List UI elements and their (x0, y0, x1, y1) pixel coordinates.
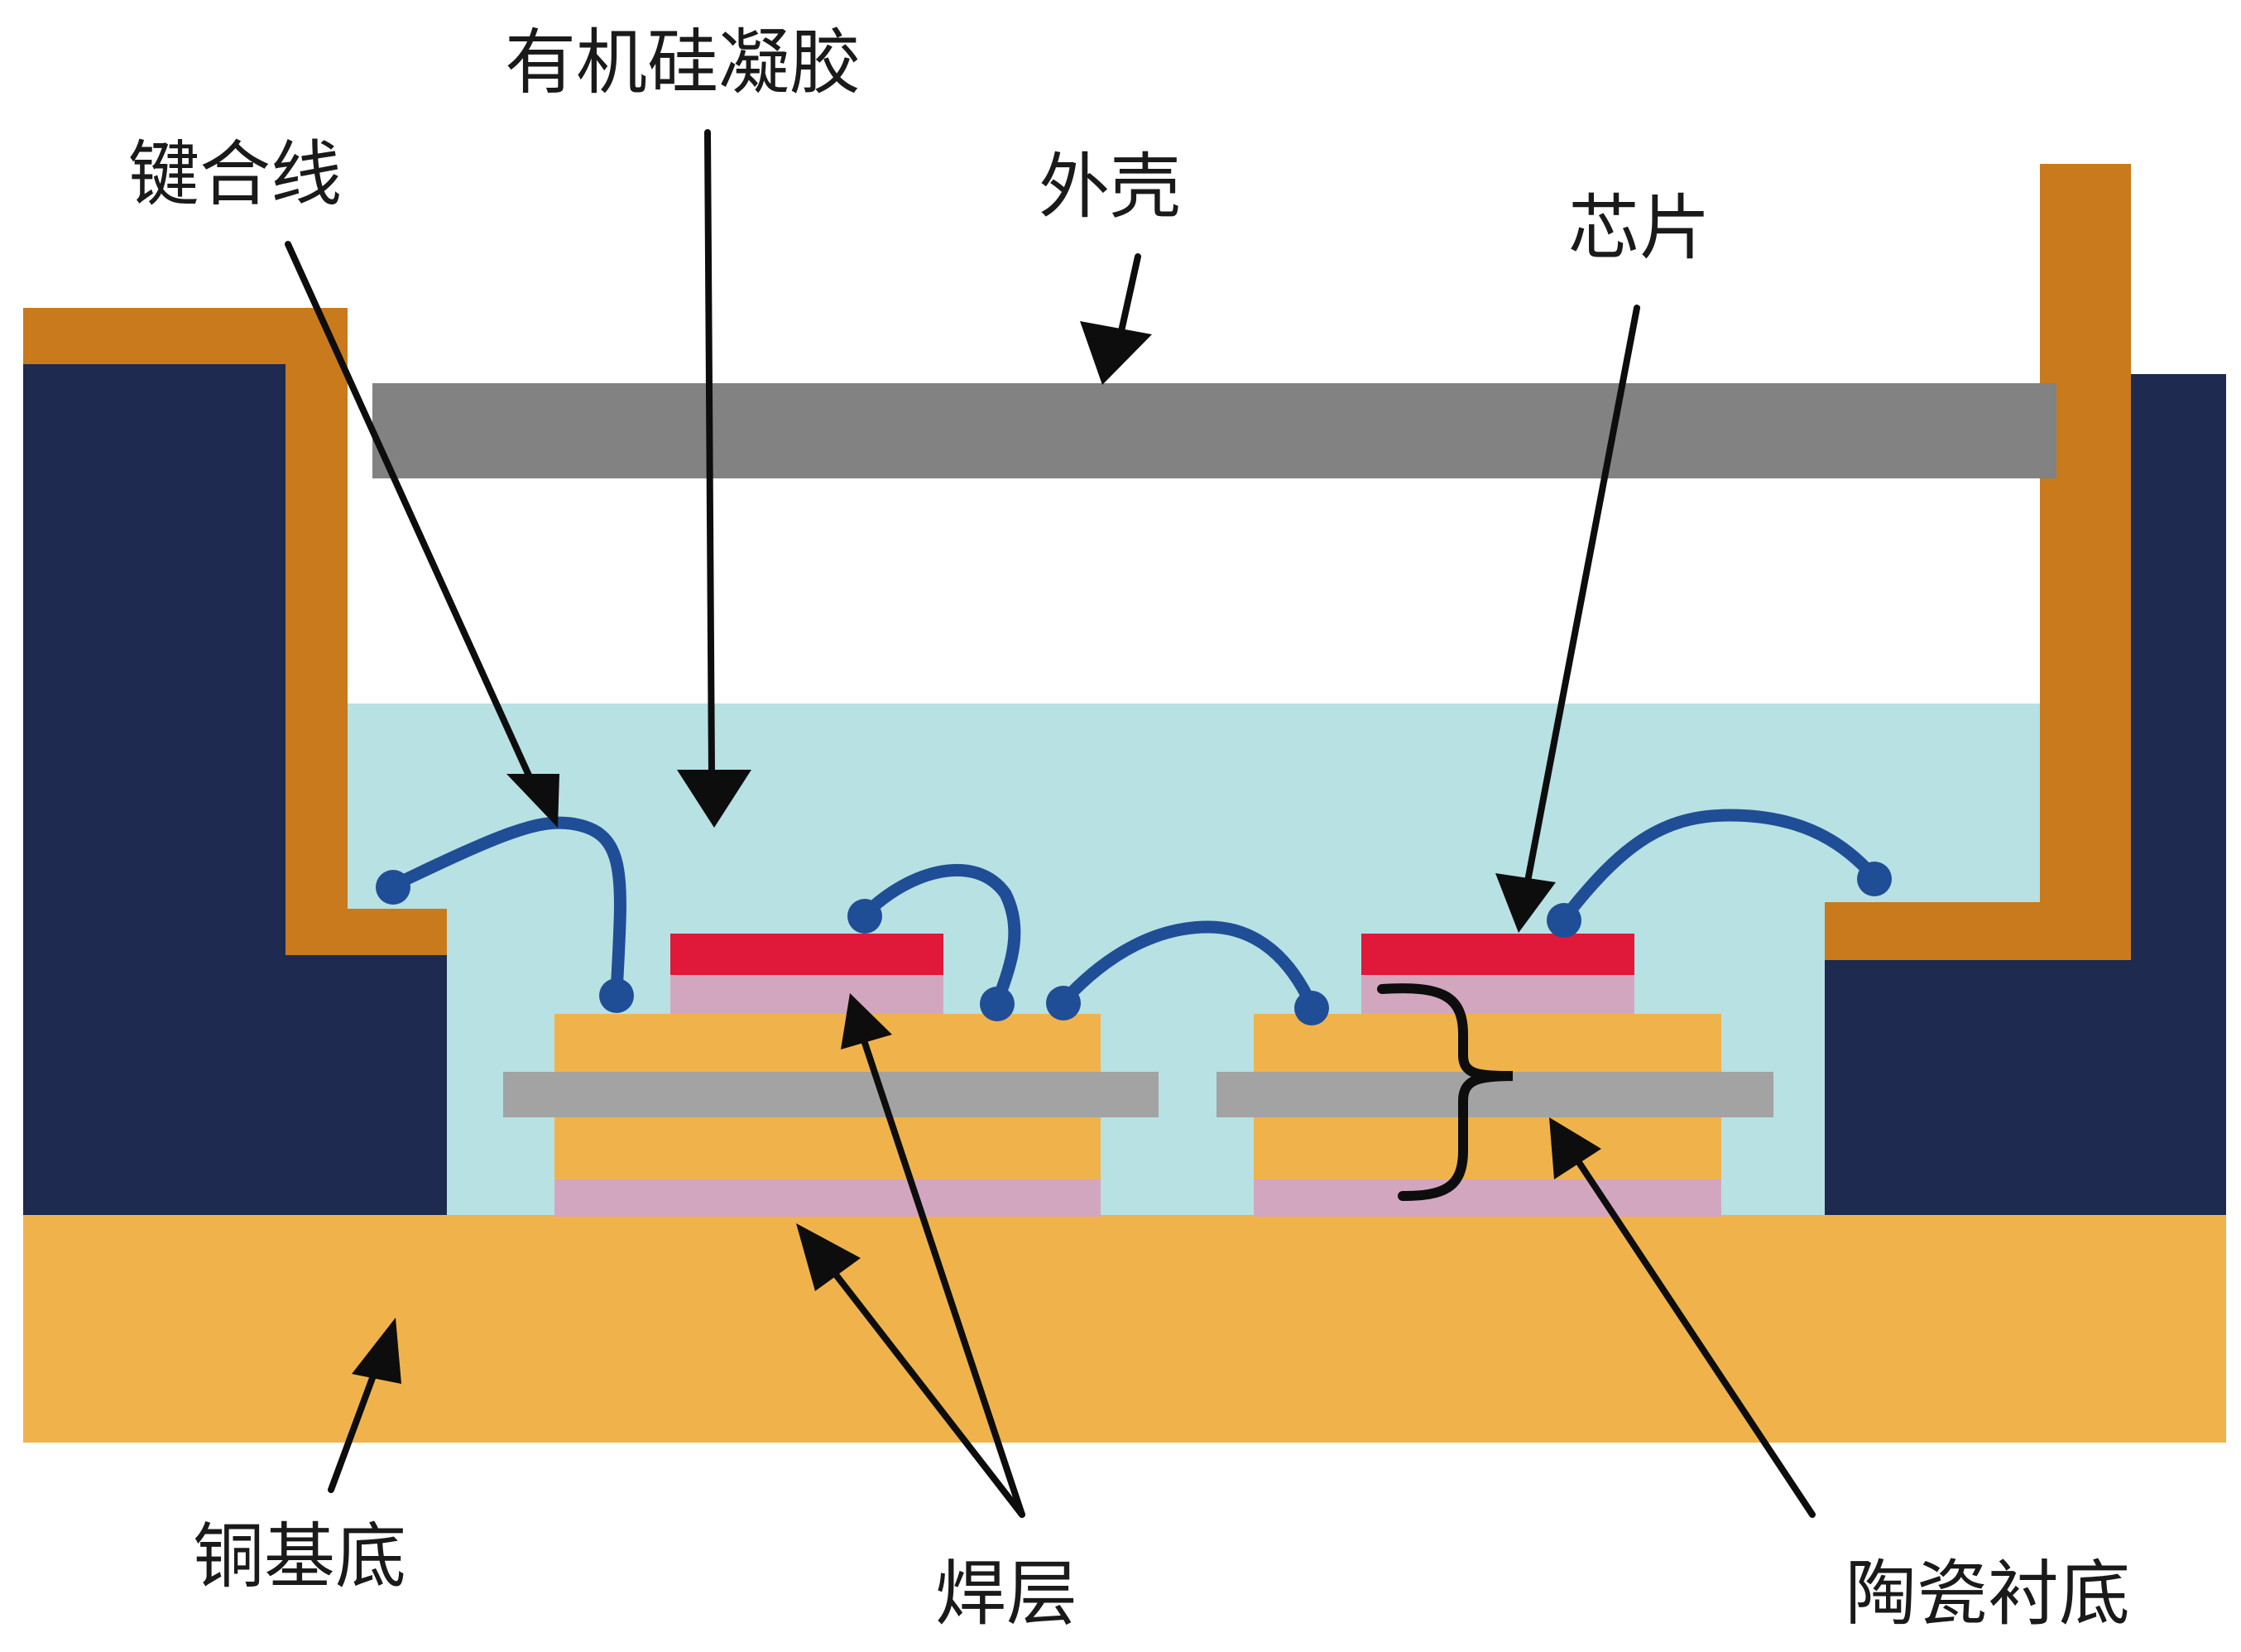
bond-wire-4 (1557, 809, 1881, 925)
chip-left (670, 934, 943, 975)
arrowhead-ceramic (1549, 1117, 1601, 1179)
chip-solder-right (1361, 975, 1634, 1014)
copper-layer-left-upper (554, 1014, 1101, 1072)
housing-lid (372, 383, 2056, 478)
housing-right-navy (1825, 374, 2226, 1217)
arrowhead-housing (1080, 321, 1152, 385)
label-silicone-gel: 有机硅凝胶 (505, 22, 861, 104)
label-housing: 外壳 (1039, 146, 1181, 228)
arrowheads (352, 321, 1601, 1384)
housing-left-orange (23, 308, 447, 955)
arrowhead-bond-wire (506, 774, 559, 828)
label-ceramic-substrate: 陶瓷衬底 (1845, 1553, 2130, 1635)
leader-solder-1 (861, 1040, 1025, 1518)
label-copper-base: 铜基底 (193, 1515, 406, 1598)
wire-pad (1857, 862, 1892, 896)
wire-pad (599, 978, 634, 1013)
label-bond-wire: 键合线 (128, 133, 342, 216)
bond-wires (386, 809, 1881, 1012)
bond-wire-3 (1057, 920, 1318, 1012)
bond-wire-1 (386, 816, 626, 1000)
chip-solder-left (670, 975, 943, 1014)
wire-pad (1046, 986, 1081, 1020)
housing-right-orange (1825, 164, 2131, 960)
wire-pad (1547, 903, 1581, 938)
label-solder: 焊层 (935, 1553, 1077, 1635)
arrowhead-solder-1 (841, 993, 892, 1049)
bottom-solder-layer-left (554, 1179, 1101, 1217)
arrowhead-chip (1495, 873, 1556, 933)
copper-layer-right-upper (1254, 1014, 1721, 1072)
copper-base (23, 1215, 2226, 1443)
leader-bond-wire (285, 241, 537, 790)
leader-solder-2 (833, 1271, 1025, 1518)
bond-wire-2 (858, 863, 1021, 1008)
wire-pad (376, 870, 410, 905)
leader-gel (704, 129, 715, 777)
wire-pad (847, 899, 882, 934)
ceramic-substrate-left (503, 1072, 1159, 1117)
label-chip: 芯片 (1568, 187, 1711, 270)
wire-pad (1294, 991, 1329, 1025)
arrowhead-solder-2 (796, 1223, 861, 1291)
leader-housing (1118, 253, 1141, 334)
leader-ceramic (1573, 1155, 1816, 1518)
copper-layer-right-lower (1254, 1117, 1721, 1179)
leader-copper-base (328, 1375, 376, 1493)
arrowhead-copper-base (352, 1318, 401, 1384)
chip-right (1361, 934, 1634, 975)
leader-chip (1524, 305, 1640, 889)
copper-layer-left-lower (554, 1117, 1101, 1179)
arrowhead-gel (677, 770, 751, 828)
housing-left-navy (23, 364, 447, 1217)
leader-lines (285, 129, 1816, 1518)
bottom-solder-layer-right (1254, 1179, 1721, 1217)
substrate-brace (1377, 983, 1514, 1201)
wire-pad (980, 987, 1015, 1021)
bond-wire-pads (376, 862, 1892, 1025)
